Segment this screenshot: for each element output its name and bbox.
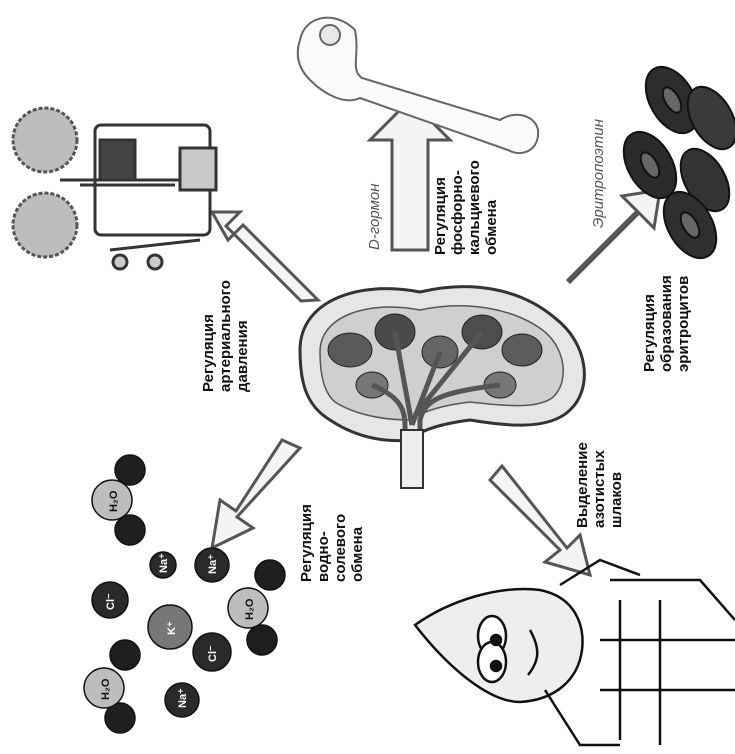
blood-pressure-schema xyxy=(13,108,216,269)
na-ion-label: Na⁺ xyxy=(177,688,189,708)
water-label: H₂O xyxy=(244,598,256,620)
water-salt-label: Регуляция водно- солевого обмена xyxy=(298,504,366,582)
cartoon-drop-illustration xyxy=(415,560,735,745)
arrow-up-right xyxy=(568,190,660,282)
cl-ion-label: Cl⁻ xyxy=(207,645,219,662)
arrow-down-left xyxy=(212,440,300,548)
water-label: H₂O xyxy=(108,490,120,512)
na-ion-label: Na⁺ xyxy=(207,554,219,574)
na-ion-label: Na⁺ xyxy=(158,553,170,573)
k-ion-label: K⁺ xyxy=(166,621,178,635)
kidney-illustration xyxy=(300,287,584,488)
cl-ion-label: Cl⁻ xyxy=(105,593,117,610)
d-hormone-label: D-гормон xyxy=(366,184,383,250)
water-label: H₂O xyxy=(100,678,112,700)
erythrocyte-formation-label: Регуляция образования эритроцитов xyxy=(641,275,692,372)
phospho-calcium-label: Регуляция фосфорно- кальциевого обмена xyxy=(432,160,500,255)
erythrocytes-illustration xyxy=(613,58,735,267)
blood-pressure-label: Регуляция артериального давления xyxy=(200,280,251,392)
erythropoietin-label: Эритропоэтин xyxy=(590,119,607,228)
nitrogen-waste-label: Выделение азотистых шлаков xyxy=(574,442,625,528)
